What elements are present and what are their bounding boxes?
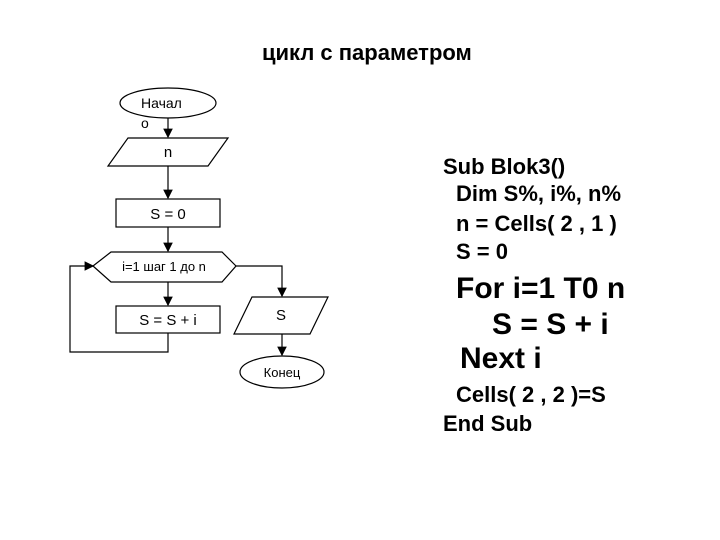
code-line-1: Sub Blok3() — [443, 154, 566, 179]
start-node: Начал о — [119, 87, 217, 131]
assign-label: S = 0 — [150, 206, 185, 223]
start-label-line2: о — [141, 115, 149, 131]
assign-node: S = 0 — [115, 198, 221, 228]
output-label: S — [276, 307, 286, 324]
code-line-8: Cells( 2 , 2 )=S — [456, 382, 606, 407]
connector-loop-back — [69, 261, 169, 353]
end-label: Конец — [264, 365, 301, 380]
input-node: n — [106, 137, 230, 167]
code-line-2: Dim S%, i%, n% — [456, 181, 622, 206]
start-label-line1: Начал — [141, 95, 182, 111]
code-line-3: n = Cells( 2 , 1 ) — [456, 211, 617, 236]
code-line-4: S = 0 — [456, 239, 508, 264]
output-node: S — [233, 296, 329, 335]
connector-loop-exit — [236, 265, 287, 298]
input-label: n — [164, 144, 172, 161]
end-node: Конец — [239, 355, 325, 389]
code-line-6: S = S + i — [492, 308, 609, 341]
code-line-5: For i=1 T0 n — [456, 272, 626, 305]
loop-node: i=1 шаг 1 до n — [92, 251, 237, 283]
body-label: S = S + i — [139, 312, 197, 329]
body-node: S = S + i — [115, 305, 221, 334]
code-line-9: End Sub — [443, 411, 533, 436]
page-title: цикл с параметром — [262, 40, 472, 65]
loop-label: i=1 шаг 1 до n — [122, 259, 206, 274]
code-line-7: Next i — [460, 342, 542, 375]
